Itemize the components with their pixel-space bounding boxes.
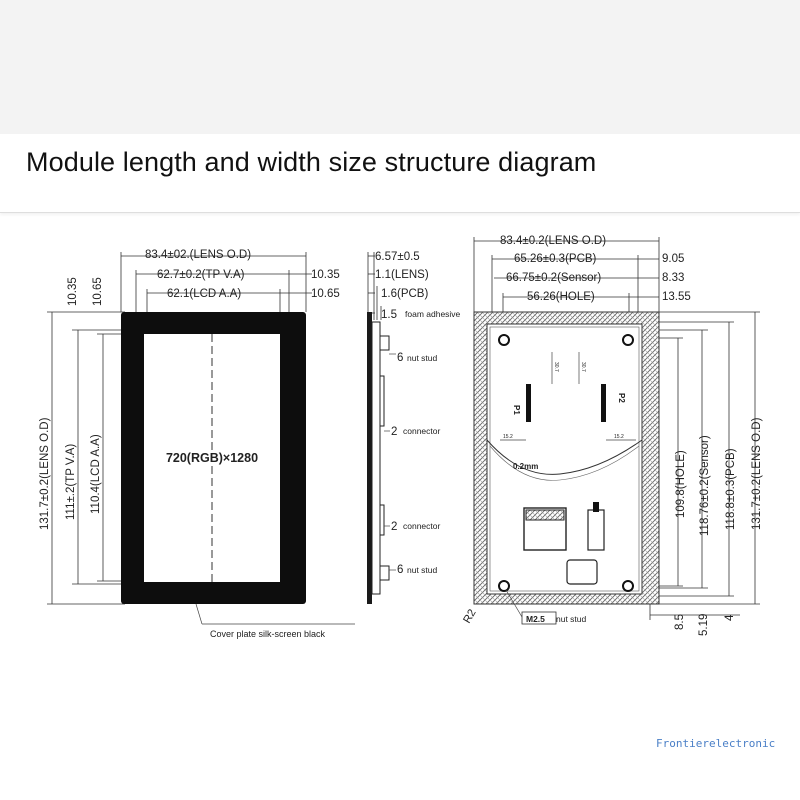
back-dim-hole: 56.26(HOLE) xyxy=(527,291,595,303)
top-background-band xyxy=(0,0,800,134)
connector-dimension-lines xyxy=(500,352,636,441)
side-nut-top-label: nut stud xyxy=(407,353,438,363)
back-b-3: 4 xyxy=(724,614,736,621)
mounting-holes xyxy=(498,334,634,592)
side-switch-tab xyxy=(593,502,599,512)
side-conn-bot-count: 2 xyxy=(391,521,397,533)
flex-cable-curve-inner xyxy=(489,445,640,481)
thickness-label: 0.2mm xyxy=(513,462,538,471)
front-view: 83.4±02.(LENS O.D) 62.7±0.2(TP V.A) 62.1… xyxy=(39,249,355,639)
side-conn-top-count: 2 xyxy=(391,426,397,438)
back-sensor-outline xyxy=(489,326,640,592)
back-dim-r3: 13.55 xyxy=(662,291,691,303)
small-dim-1: 15.2 xyxy=(503,434,513,440)
back-dim-pcb: 65.26±0.3(PCB) xyxy=(514,253,597,265)
front-vdim-tp: 111±.2(TP V.A) xyxy=(65,444,77,520)
back-b-2: 5.19 xyxy=(698,614,710,636)
side-conn-bot-label: connector xyxy=(403,521,440,531)
side-connector-bottom xyxy=(379,504,385,536)
front-dim-left-1: 10.35 xyxy=(67,277,79,306)
m-label-leader xyxy=(505,589,523,618)
front-top-dimensions xyxy=(120,252,312,332)
lower-connector-latch xyxy=(525,509,565,521)
callout-label: Cover plate silk-screen black xyxy=(210,629,326,639)
front-dim-right-1: 10.35 xyxy=(311,269,340,281)
small-dim-3: 30.7 xyxy=(553,362,559,372)
side-dim-total: 6.57±0.5 xyxy=(375,251,420,263)
connector-p2 xyxy=(601,384,606,422)
front-dim-tp-va: 62.7±0.2(TP V.A) xyxy=(157,269,245,281)
corner-radius-label: R2 xyxy=(461,607,478,625)
front-dim-lens-od: 83.4±02.(LENS O.D) xyxy=(145,249,251,261)
side-leaders xyxy=(384,353,396,571)
side-nut-top-count: 6 xyxy=(397,352,403,364)
side-view: 6.57±0.5 1.1(LENS) 1.6(PCB) 1.5 foam adh… xyxy=(367,251,461,604)
m-label: M2.5 xyxy=(526,614,545,624)
back-b-1: 8.5 xyxy=(674,614,686,630)
side-switch xyxy=(587,509,605,551)
side-conn-top-label: connector xyxy=(403,426,440,436)
back-dim-lens-od: 83.4±0.2(LENS O.D) xyxy=(500,235,606,247)
m-nut-label: nut stud xyxy=(556,614,587,624)
back-vdim-lens: 131.7±0.2(LENS O.D) xyxy=(751,417,763,530)
resolution-label-bg xyxy=(162,450,262,466)
flex-cable-curve xyxy=(486,439,643,475)
connector-p1 xyxy=(526,384,531,422)
front-left-dimensions xyxy=(47,311,148,605)
callout-leader xyxy=(195,603,203,625)
page-title: Module length and width size structure d… xyxy=(26,147,597,177)
resolution-label: 720(RGB)×1280 xyxy=(166,451,258,465)
front-dim-left-2: 10.65 xyxy=(92,277,104,306)
front-vdim-lens: 131.7±0.2(LENS O.D) xyxy=(39,417,51,530)
side-nut-bottom xyxy=(379,565,390,581)
front-vdim-lcd: 110.4(LCD A.A) xyxy=(90,434,102,514)
side-dim-lens: 1.1(LENS) xyxy=(375,269,429,281)
watermark: Frontierelectronic xyxy=(656,737,776,750)
back-dim-r2: 8.33 xyxy=(662,272,684,284)
small-chip xyxy=(566,559,598,585)
back-vdim-pcb: 118.8±0.3(PCB) xyxy=(725,448,737,530)
side-dim-pcb: 1.6(PCB) xyxy=(381,288,428,300)
back-vdim-hole: 109.8(HOLE) xyxy=(675,450,687,518)
back-view: 83.4±0.2(LENS O.D) 65.26±0.3(PCB) 66.75±… xyxy=(461,235,763,636)
back-dim-sensor: 66.75±0.2(Sensor) xyxy=(506,272,601,284)
back-right-dimensions xyxy=(630,311,760,620)
side-label-foam: foam adhesive xyxy=(405,309,461,319)
back-vdim-sensor: 118.76±0.2(Sensor) xyxy=(699,435,711,536)
side-pcb xyxy=(371,321,381,595)
side-nut-bot-label: nut stud xyxy=(407,565,438,575)
side-nut-top xyxy=(379,335,390,351)
title-band xyxy=(0,134,800,213)
side-nut-bot-count: 6 xyxy=(397,564,403,576)
label-p1: P1 xyxy=(512,405,521,415)
side-cover-glass xyxy=(367,312,372,604)
front-dim-right-2: 10.65 xyxy=(311,288,340,300)
side-dim-foam: 1.5 xyxy=(381,309,397,321)
m-label-box xyxy=(521,611,557,625)
label-p2: P2 xyxy=(617,393,626,403)
front-dim-lcd-aa: 62.1(LCD A.A) xyxy=(167,288,241,300)
side-connector-top xyxy=(379,375,385,427)
back-pcb-outline xyxy=(486,323,643,595)
small-dim-4: 30.7 xyxy=(580,362,586,372)
small-dim-2: 15.2 xyxy=(614,434,624,440)
back-dim-r1: 9.05 xyxy=(662,253,684,265)
